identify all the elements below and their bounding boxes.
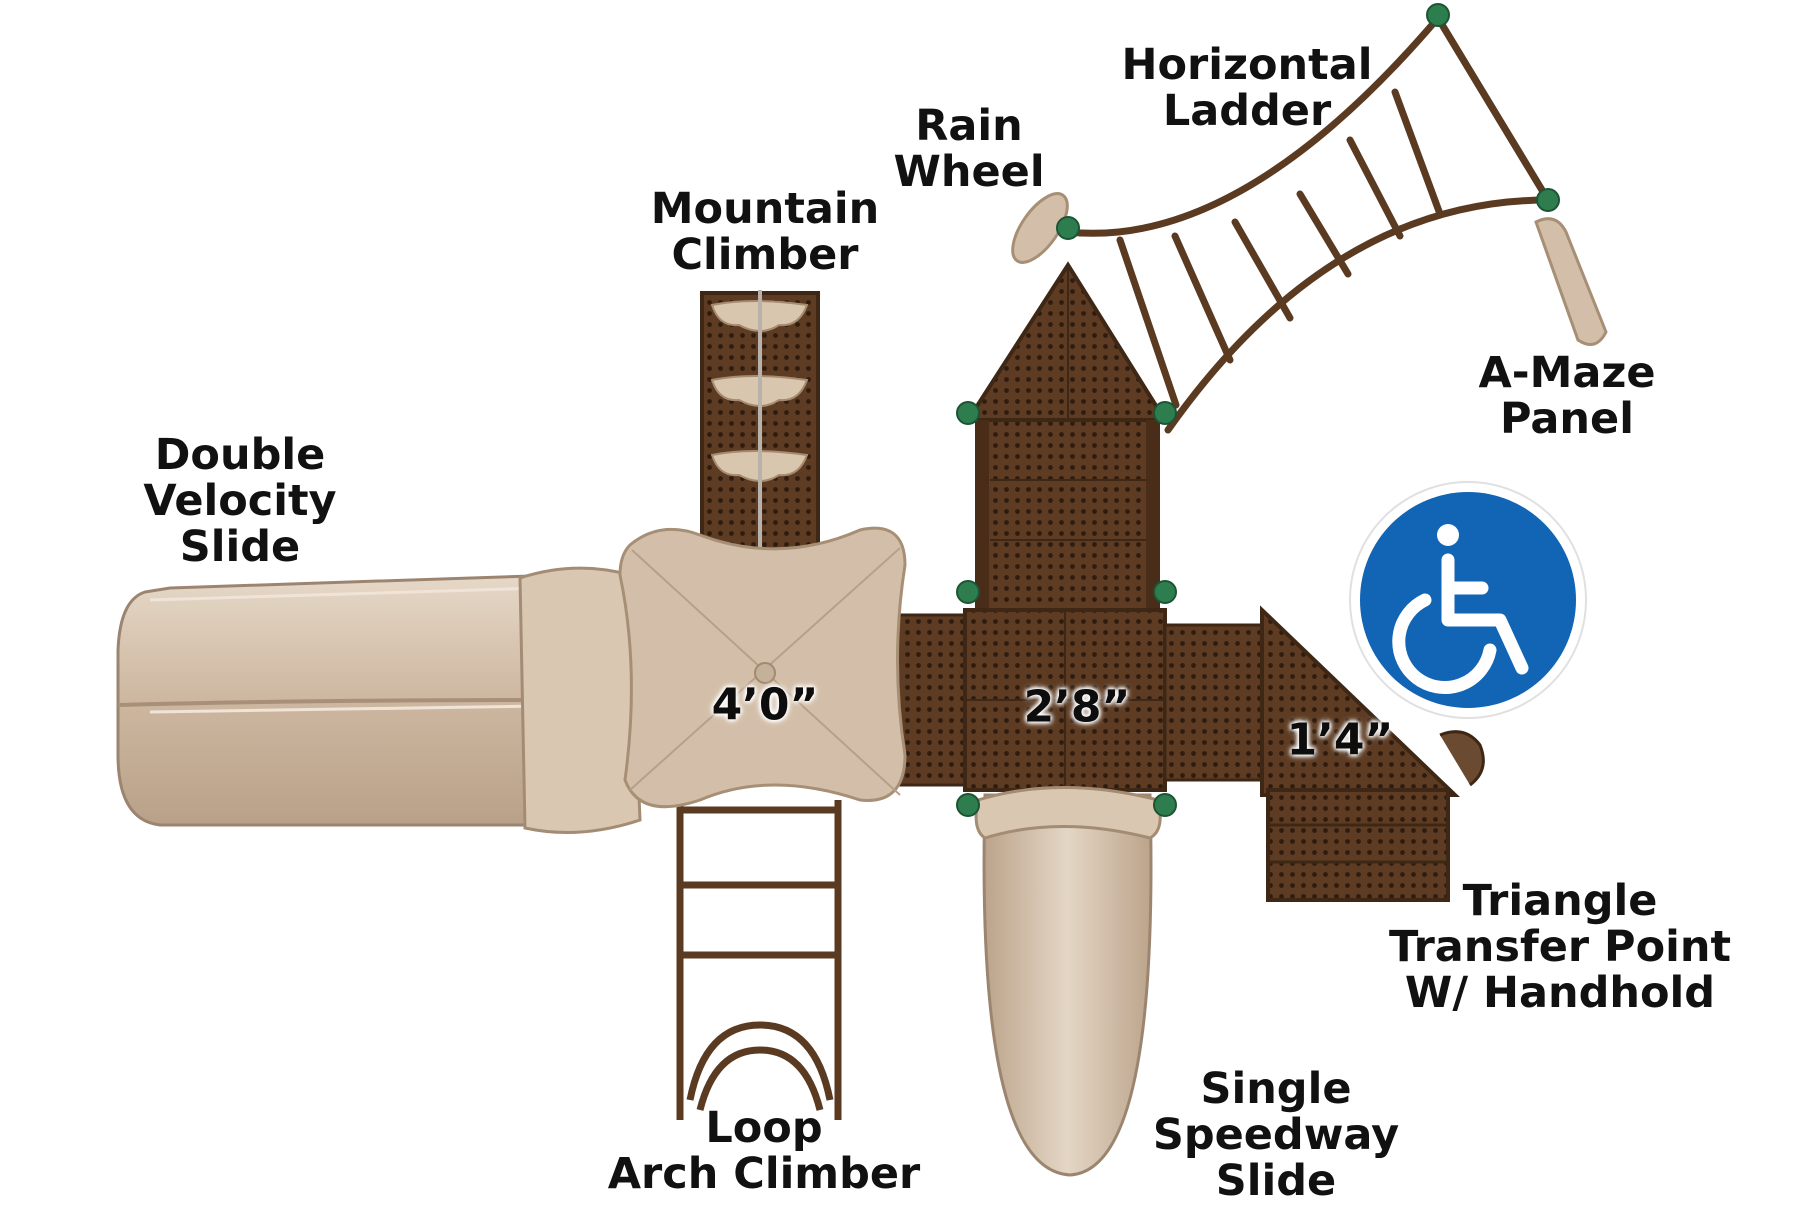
center-deck-height: 2’8” <box>1023 681 1131 733</box>
rain-wheel <box>1011 192 1069 264</box>
single-speedway-slide <box>974 786 1162 1177</box>
loop-arch-climber <box>676 800 842 1120</box>
main-deck-roof <box>618 526 907 809</box>
wheelchair-icon <box>1392 524 1529 694</box>
center-deck <box>963 608 1167 792</box>
post-caps <box>956 3 1560 817</box>
main-deck-height: 4’0” <box>711 679 819 731</box>
mountain-climber <box>700 290 820 565</box>
upper-walkway <box>975 418 1160 612</box>
a-maze-panel <box>1534 217 1608 346</box>
transfer-deck-height: 1’4” <box>1286 714 1394 766</box>
double-velocity-slide <box>116 566 642 834</box>
transfer-bridge <box>1163 623 1272 782</box>
accessibility-sign <box>1349 481 1587 719</box>
triangle-transfer-deck <box>1260 605 1485 902</box>
horizontal-ladder <box>1064 14 1552 434</box>
